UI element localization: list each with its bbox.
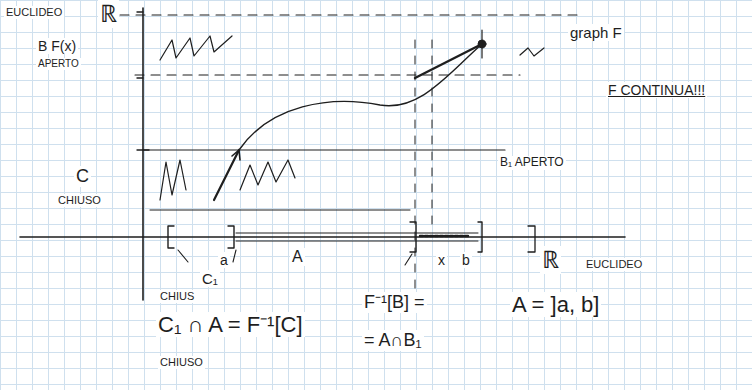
note: CHIUSO: [56, 194, 103, 207]
set-label: B F(x): [36, 38, 78, 54]
set-label: C: [74, 166, 91, 187]
set-symbol: ℝ: [98, 0, 119, 28]
equation: = A∩B₁: [362, 330, 424, 351]
note: F CONTINUA!!!: [606, 82, 707, 98]
set-label: A: [290, 248, 305, 266]
point-label: b: [460, 252, 472, 268]
equation: C₁ ∩ A = F⁻¹[C]: [156, 312, 305, 337]
note: APERTO: [36, 58, 81, 70]
set-label: B₁ APERTO: [498, 156, 566, 170]
axis-label: EUCLIDEO: [584, 258, 644, 271]
equation: A = ]a, b]: [510, 292, 601, 317]
point-label: a: [218, 252, 230, 268]
graph-label: graph F: [568, 24, 624, 41]
axis-label: EUCLIDEO: [4, 6, 64, 19]
equation: F⁻¹[B] =: [362, 292, 427, 313]
note: CHIUSO: [158, 356, 205, 369]
set-label: C₁: [200, 270, 220, 287]
point-label: x: [436, 252, 447, 268]
note: CHIUS: [158, 290, 196, 303]
set-symbol: ℝ: [540, 246, 561, 274]
